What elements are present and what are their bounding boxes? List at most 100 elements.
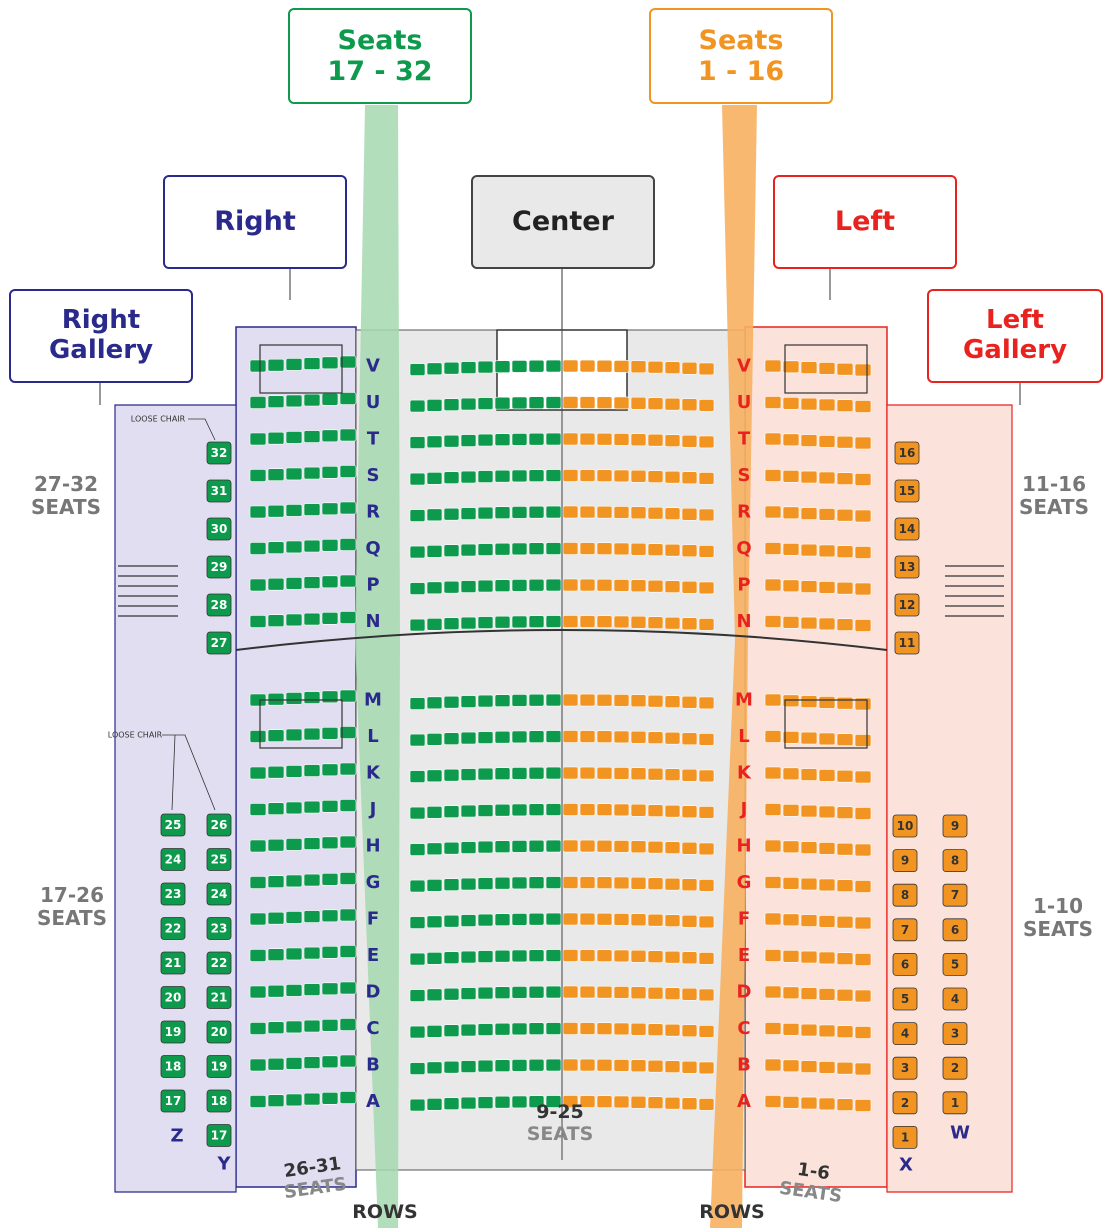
seat-right [249, 359, 267, 373]
seat-left [764, 766, 782, 780]
seat-right [267, 838, 285, 852]
gallery-seat-number: 23 [211, 922, 228, 936]
seat-left [800, 950, 818, 964]
seat-left [836, 1061, 854, 1075]
seat-center-orange [630, 1095, 647, 1109]
seat-center-green [409, 989, 426, 1002]
seat-center-orange [562, 615, 579, 628]
seat-left [854, 843, 872, 857]
seat-center-orange [681, 732, 698, 746]
seat-center-green [426, 581, 443, 595]
gallery-seat-number: 15 [899, 484, 916, 498]
seat-center-green [443, 841, 460, 855]
seat-center-orange [613, 615, 630, 629]
seat-right [303, 983, 321, 996]
seat-center-green [511, 767, 528, 780]
left-gallery-upper-seat: 11 [894, 631, 920, 655]
seat-center-green [545, 615, 562, 628]
seat-center-green [545, 766, 562, 780]
seats-1-10-range: 1-10 [1032, 894, 1084, 918]
seat-right [303, 946, 321, 960]
seat-center-orange [596, 985, 613, 999]
seat-center-green [426, 842, 443, 856]
seat-center-orange [698, 733, 715, 746]
seat-right [339, 392, 357, 405]
gallery-seat-number: 14 [899, 522, 916, 536]
gallery-row-y-label: Y [216, 1154, 231, 1175]
seat-center-orange [681, 471, 698, 485]
seat-center-green [494, 579, 511, 592]
seat-center-orange [579, 876, 596, 889]
row-label-E-left: E [738, 945, 750, 966]
seat-right [285, 874, 303, 888]
seat-left [818, 435, 836, 448]
row-label-M-right: M [364, 690, 382, 711]
gallery-seat-shape [206, 1089, 232, 1113]
seat-center-orange [613, 469, 630, 483]
seat-center-orange [579, 949, 596, 962]
seat-center-orange [596, 912, 613, 926]
seat-center-orange [647, 506, 664, 520]
seat-center-orange [562, 432, 579, 446]
seat-right [303, 910, 321, 923]
gallery-seat-shape [942, 1022, 968, 1045]
row-label-B-left: B [737, 1055, 751, 1076]
seats-1-10-word: SEATS [1022, 917, 1094, 941]
right-gallery-y-seat: 24 [206, 882, 232, 906]
seat-center-orange [596, 693, 613, 707]
seat-center-orange [681, 1024, 698, 1038]
seat-left [836, 696, 854, 710]
seat-left [836, 988, 854, 1002]
gallery-seat-shape [206, 555, 232, 579]
seat-right [249, 912, 267, 926]
seat-left [818, 1061, 836, 1074]
seat-right [303, 837, 321, 850]
row-label-F-right: F [367, 909, 379, 930]
gallery-seat-shape [892, 883, 918, 907]
gallery-seat-shape [206, 986, 232, 1009]
seat-right [249, 505, 267, 519]
seat-center-green [528, 578, 545, 592]
gallery-seat-shape [942, 849, 968, 872]
seat-center-green [494, 433, 511, 446]
seat-right [249, 469, 267, 482]
gallery-seat-shape [160, 1055, 186, 1078]
gallery-seat-number: 30 [211, 522, 228, 536]
seat-center-orange [664, 1096, 681, 1110]
row-label-T-left: T [738, 429, 751, 450]
row-label-A-right: A [366, 1091, 380, 1112]
seat-right [285, 1020, 303, 1034]
seat-left [782, 542, 800, 556]
seat-left [782, 876, 800, 890]
seat-center-green [460, 1096, 477, 1110]
seat-right [267, 984, 285, 998]
seat-left [818, 769, 836, 782]
right-gallery-y-seat: 20 [206, 1020, 232, 1044]
seat-right [285, 431, 303, 444]
left-gallery-upper-seat: 15 [894, 479, 920, 503]
seat-right [267, 765, 285, 779]
left-gallery-x-seat: 2 [892, 1091, 918, 1115]
seat-center-green [528, 542, 545, 555]
seat-right [267, 504, 285, 518]
gallery-seat-number: 5 [901, 992, 909, 1006]
seat-center-green [460, 877, 477, 891]
seat-left [764, 615, 782, 628]
seat-center-green [528, 615, 545, 628]
seat-center-orange [664, 361, 681, 374]
seat-left [854, 546, 872, 559]
seat-center-orange [664, 616, 681, 630]
seat-right [303, 1019, 321, 1033]
gallery-seat-shape [942, 1091, 968, 1115]
left-zone [744, 326, 888, 1188]
seat-center-green [528, 693, 545, 707]
seat-center-orange [562, 839, 579, 853]
seat-center-green [426, 952, 443, 965]
seat-center-orange [647, 397, 664, 410]
seat-center-green [409, 399, 426, 413]
gallery-seat-number: 2 [951, 1061, 959, 1075]
seat-center-orange [647, 767, 664, 781]
seat-center-green [477, 986, 494, 1000]
